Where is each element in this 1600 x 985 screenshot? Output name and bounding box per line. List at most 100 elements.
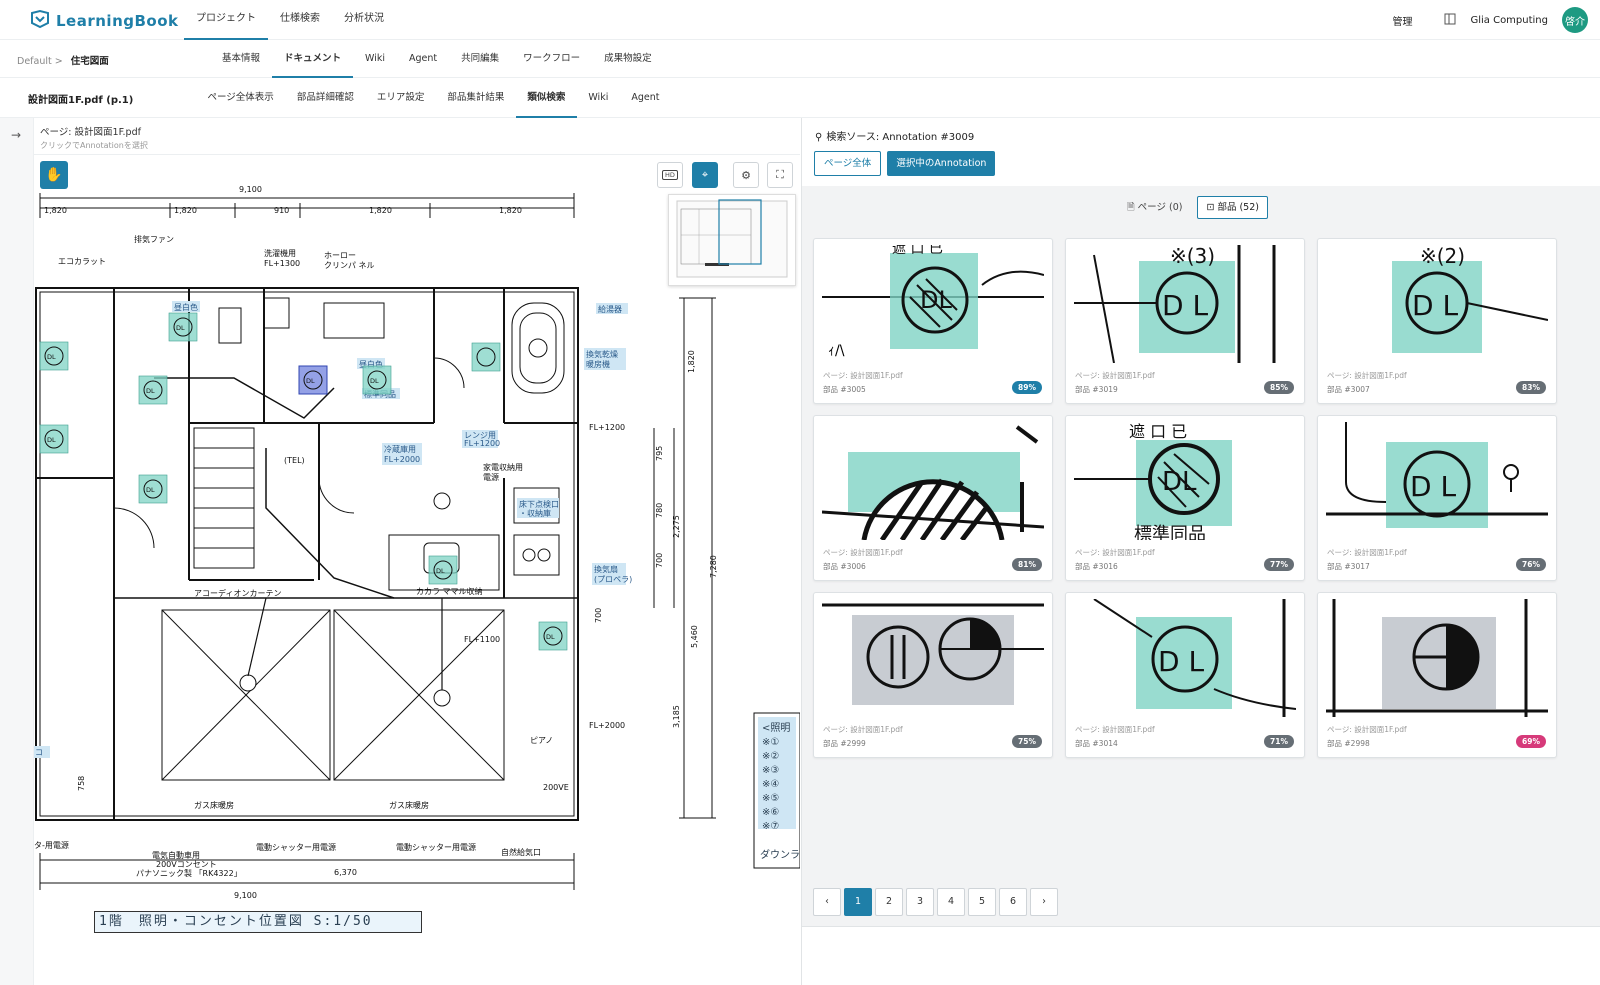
expand-arrow-icon[interactable]: → bbox=[11, 128, 22, 142]
hand-icon: ✋ bbox=[45, 167, 63, 183]
svg-text:家電収納用: 家電収納用 bbox=[483, 462, 523, 472]
svg-text:※②: ※② bbox=[762, 751, 779, 762]
result-card[interactable]: D L※(3) ページ: 設計図面1F.pdf 部品 #3019 85% bbox=[1065, 238, 1305, 404]
svg-text:※⑥: ※⑥ bbox=[762, 807, 779, 818]
side-collapse-strip: → bbox=[0, 118, 34, 985]
nav-spec-search[interactable]: 仕様検索 bbox=[280, 13, 320, 24]
org-name[interactable]: Glia Computing bbox=[1470, 14, 1548, 26]
next-page-button[interactable]: › bbox=[1030, 888, 1058, 916]
svg-text:FL+1200: FL+1200 bbox=[464, 439, 500, 448]
svg-text:DL: DL bbox=[1162, 467, 1197, 497]
drawing-title-block: 1階 照明・コンセント位置図 S:1/50 bbox=[94, 911, 422, 933]
svg-text:D L: D L bbox=[1410, 470, 1456, 503]
tab-basic-info[interactable]: 基本情報 bbox=[222, 53, 261, 64]
app-logo[interactable]: LearningBook bbox=[30, 9, 179, 33]
hd-toggle-button[interactable]: HD bbox=[657, 162, 683, 188]
result-thumbnail: D L※(2) bbox=[1326, 245, 1548, 363]
tab-agent[interactable]: Agent bbox=[409, 53, 438, 64]
svg-text:DL: DL bbox=[436, 567, 445, 575]
tab-part-detail[interactable]: 部品詳細確認 bbox=[296, 92, 354, 103]
floor-plan-drawing[interactable]: 9,100 1,820 1,820 910 1,820 1,820 6,370 … bbox=[34, 178, 810, 968]
svg-text:※①: ※① bbox=[762, 737, 779, 748]
document-name: 設計図面1F.pdf (p.1) bbox=[28, 95, 134, 106]
viewer-hint: クリックでAnnotationを選択 bbox=[40, 141, 148, 150]
svg-text:ｨ/\: ｨ/\ bbox=[828, 343, 845, 359]
svg-text:1,820: 1,820 bbox=[44, 206, 67, 215]
svg-text:昼白色: 昼白色 bbox=[174, 302, 198, 312]
minimap[interactable] bbox=[668, 194, 796, 286]
result-card[interactable]: D L ページ: 設計図面1F.pdf 部品 #3014 71% bbox=[1065, 592, 1305, 758]
top-nav: プロジェクト 仕様検索 分析状況 bbox=[184, 0, 396, 40]
svg-text:5,460: 5,460 bbox=[690, 625, 699, 648]
page-button-5[interactable]: 5 bbox=[968, 888, 996, 916]
svg-text:200VE: 200VE bbox=[543, 783, 569, 792]
admin-link[interactable]: 管理 bbox=[1392, 16, 1413, 28]
result-part-id: 部品 #3005 bbox=[823, 385, 866, 394]
search-source-title: ⚲検索ソース: Annotation #3009 bbox=[815, 128, 974, 143]
svg-text:<照明: <照明 bbox=[762, 722, 790, 734]
page-button-4[interactable]: 4 bbox=[937, 888, 965, 916]
tab-doc-wiki[interactable]: Wiki bbox=[588, 92, 609, 103]
gear-icon: ⚙ bbox=[741, 168, 751, 182]
svg-text:6,370: 6,370 bbox=[334, 868, 357, 877]
fullscreen-button[interactable]: ⛶ bbox=[767, 162, 793, 188]
tab-parts-results[interactable]: ⊡ 部品 (52) bbox=[1197, 196, 1268, 219]
tab-area-setting[interactable]: エリア設定 bbox=[376, 92, 425, 103]
svg-text:換気乾燥: 換気乾燥 bbox=[586, 349, 618, 359]
result-card[interactable]: D L※(2) ページ: 設計図面1F.pdf 部品 #3007 83% bbox=[1317, 238, 1557, 404]
result-card[interactable]: ページ: 設計図面1F.pdf 部品 #2998 69% bbox=[1317, 592, 1557, 758]
svg-text:795: 795 bbox=[655, 446, 664, 461]
tab-doc-agent[interactable]: Agent bbox=[631, 92, 660, 103]
search-page-button[interactable]: ページ全体 bbox=[814, 151, 882, 176]
nav-projects[interactable]: プロジェクト bbox=[184, 0, 268, 40]
app-name: LearningBook bbox=[56, 12, 179, 30]
tab-pages-results[interactable]: 🗎 ページ (0) bbox=[1118, 196, 1191, 219]
similar-search-panel: ⚲検索ソース: Annotation #3009 ページ全体 選択中のAnnot… bbox=[801, 118, 1600, 985]
svg-text:758: 758 bbox=[77, 776, 86, 791]
search-selected-annotation-button[interactable]: 選択中のAnnotation bbox=[887, 151, 996, 176]
svg-text:DL: DL bbox=[47, 353, 56, 361]
page-button-6[interactable]: 6 bbox=[999, 888, 1027, 916]
pan-tool-button[interactable]: ✋ bbox=[40, 161, 68, 189]
result-card[interactable]: ページ: 設計図面1F.pdf 部品 #3006 81% bbox=[813, 415, 1053, 581]
nav-analysis[interactable]: 分析状況 bbox=[344, 13, 384, 24]
svg-text:1,820: 1,820 bbox=[687, 350, 696, 373]
panel-icon[interactable] bbox=[1444, 13, 1456, 28]
tab-deliverables[interactable]: 成果物設定 bbox=[604, 53, 652, 64]
svg-text:(TEL): (TEL) bbox=[284, 456, 305, 465]
avatar[interactable]: 啓介 bbox=[1562, 7, 1588, 33]
page-button-1[interactable]: 1 bbox=[844, 888, 872, 916]
svg-text:FL+1100: FL+1100 bbox=[464, 635, 500, 644]
tab-similar-search[interactable]: 類似検索 bbox=[515, 78, 577, 118]
tab-page-view[interactable]: ページ全体表示 bbox=[207, 92, 274, 103]
select-annotation-button[interactable]: ⌖ bbox=[692, 162, 718, 188]
svg-text:床下点検口: 床下点検口 bbox=[519, 499, 559, 509]
settings-button[interactable]: ⚙ bbox=[733, 162, 759, 188]
breadcrumb-current: 住宅図面 bbox=[70, 56, 109, 67]
breadcrumb-root[interactable]: Default > bbox=[17, 56, 63, 67]
result-part-id: 部品 #3006 bbox=[823, 562, 866, 571]
svg-text:2,275: 2,275 bbox=[672, 515, 681, 538]
tab-workflow[interactable]: ワークフロー bbox=[523, 53, 581, 64]
result-card[interactable]: ページ: 設計図面1F.pdf 部品 #2999 75% bbox=[813, 592, 1053, 758]
result-page: ページ: 設計図面1F.pdf bbox=[1327, 548, 1407, 557]
result-card[interactable]: D L ページ: 設計図面1F.pdf 部品 #3017 76% bbox=[1317, 415, 1557, 581]
svg-text:ピアノ: ピアノ bbox=[530, 736, 553, 745]
svg-text:※③: ※③ bbox=[762, 765, 779, 776]
page-button-3[interactable]: 3 bbox=[906, 888, 934, 916]
tab-wiki[interactable]: Wiki bbox=[365, 53, 385, 64]
svg-text:780: 780 bbox=[655, 503, 664, 518]
tab-documents[interactable]: ドキュメント bbox=[272, 40, 354, 78]
prev-page-button[interactable]: ‹ bbox=[813, 888, 841, 916]
page-button-2[interactable]: 2 bbox=[875, 888, 903, 916]
tab-part-summary[interactable]: 部品集計結果 bbox=[447, 92, 505, 103]
svg-text:カカラ ママル収納: カカラ ママル収納 bbox=[416, 586, 483, 596]
logo-icon bbox=[30, 9, 50, 33]
breadcrumb: Default > 住宅図面 bbox=[17, 53, 109, 67]
similarity-badge: 83% bbox=[1516, 381, 1546, 394]
tab-collab[interactable]: 共同編集 bbox=[461, 53, 500, 64]
svg-text:電源: 電源 bbox=[483, 473, 499, 482]
similarity-badge: 85% bbox=[1264, 381, 1294, 394]
